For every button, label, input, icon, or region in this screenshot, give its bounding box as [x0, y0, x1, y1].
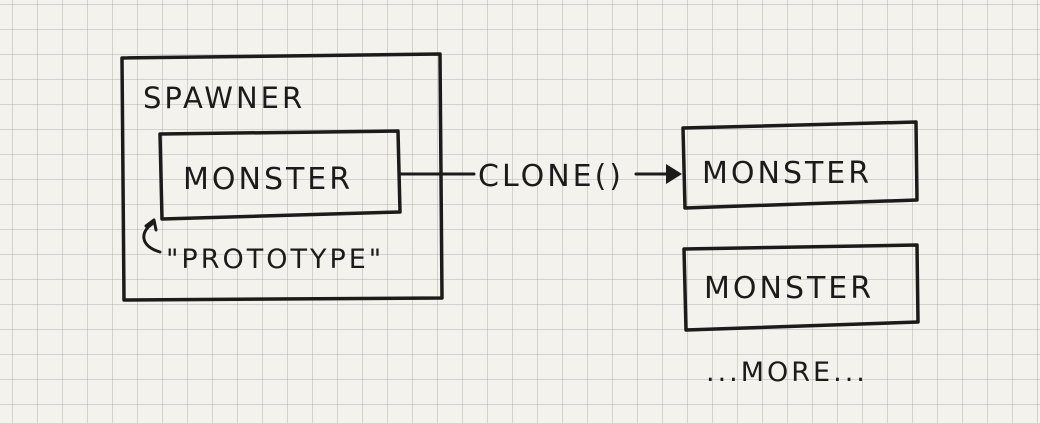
prototype-monster-label: MONSTER — [183, 162, 353, 197]
clone-arrow — [398, 164, 682, 184]
clone-label: CLONE() — [478, 159, 624, 194]
clone-monster-2-label: MONSTER — [704, 271, 874, 306]
spawner-label: SPAWNER — [143, 81, 305, 115]
more-label: ...MORE... — [706, 357, 868, 388]
prototype-caption: "PROTOTYPE" — [166, 244, 384, 275]
clone-monster-1-label: MONSTER — [702, 156, 872, 191]
prototype-monster-box — [158, 129, 402, 221]
spawner-box — [120, 52, 444, 302]
clone-monster-box-1 — [681, 120, 919, 210]
prototype-curl-arrow — [142, 218, 162, 254]
clone-monster-box-2 — [682, 243, 920, 332]
